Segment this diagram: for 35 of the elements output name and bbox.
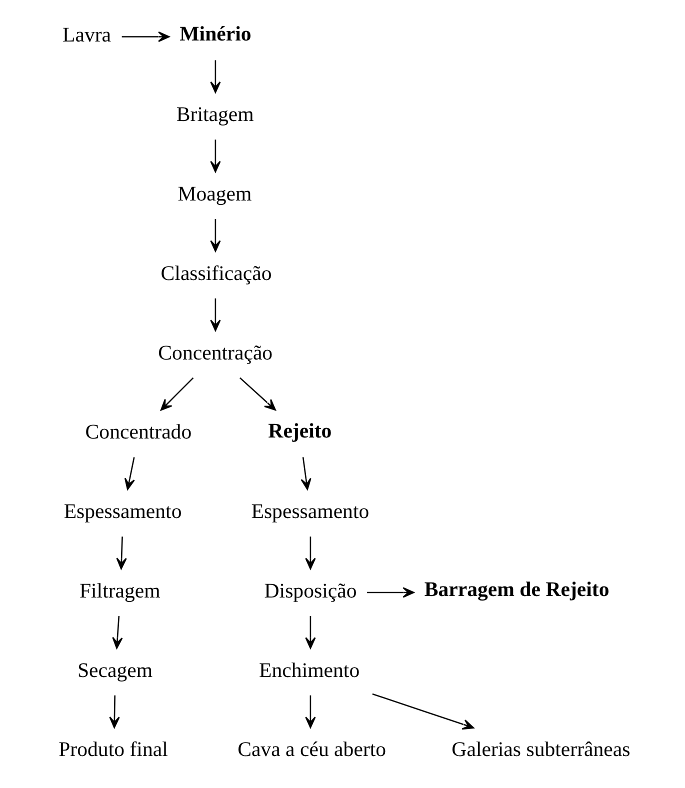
arrow	[238, 377, 276, 411]
node-text: Minério	[179, 21, 251, 46]
node-text: Cava a céu aberto	[237, 737, 386, 762]
arrow	[210, 298, 220, 332]
arrow	[210, 60, 220, 94]
node-text: Rejeito	[268, 418, 332, 442]
node-text: Enchimento	[258, 658, 360, 682]
arrow	[124, 457, 134, 490]
arrow	[160, 377, 194, 411]
arrow	[372, 693, 474, 730]
node-text: Britagem	[176, 102, 254, 126]
arrow	[304, 616, 316, 649]
node-text: Classificação	[160, 260, 272, 285]
node-text: Galerias subterrâneas	[451, 737, 630, 762]
arrow	[210, 219, 220, 252]
node-text: Espessamento	[63, 499, 182, 524]
arrow	[300, 457, 311, 490]
node-text: Barragem de Rejeito	[424, 577, 609, 602]
node-text: Secagem	[76, 658, 152, 682]
arrow	[210, 140, 220, 172]
arrow	[366, 587, 414, 598]
arrow	[121, 31, 170, 42]
node-text: Espessamento	[250, 499, 369, 524]
node-text: Filtragem	[78, 578, 160, 602]
arrow	[112, 616, 122, 649]
node-text: Disposição	[264, 578, 356, 602]
node-text: Lavra	[62, 22, 111, 47]
node-text: Concentrado	[84, 420, 192, 444]
arrow	[304, 536, 316, 570]
arrow	[304, 695, 316, 728]
node-text: Moagem	[177, 181, 252, 206]
node-text: Concentração	[158, 340, 272, 364]
arrow	[108, 695, 120, 728]
node-text: Produto final	[58, 737, 168, 762]
arrow	[116, 536, 126, 570]
